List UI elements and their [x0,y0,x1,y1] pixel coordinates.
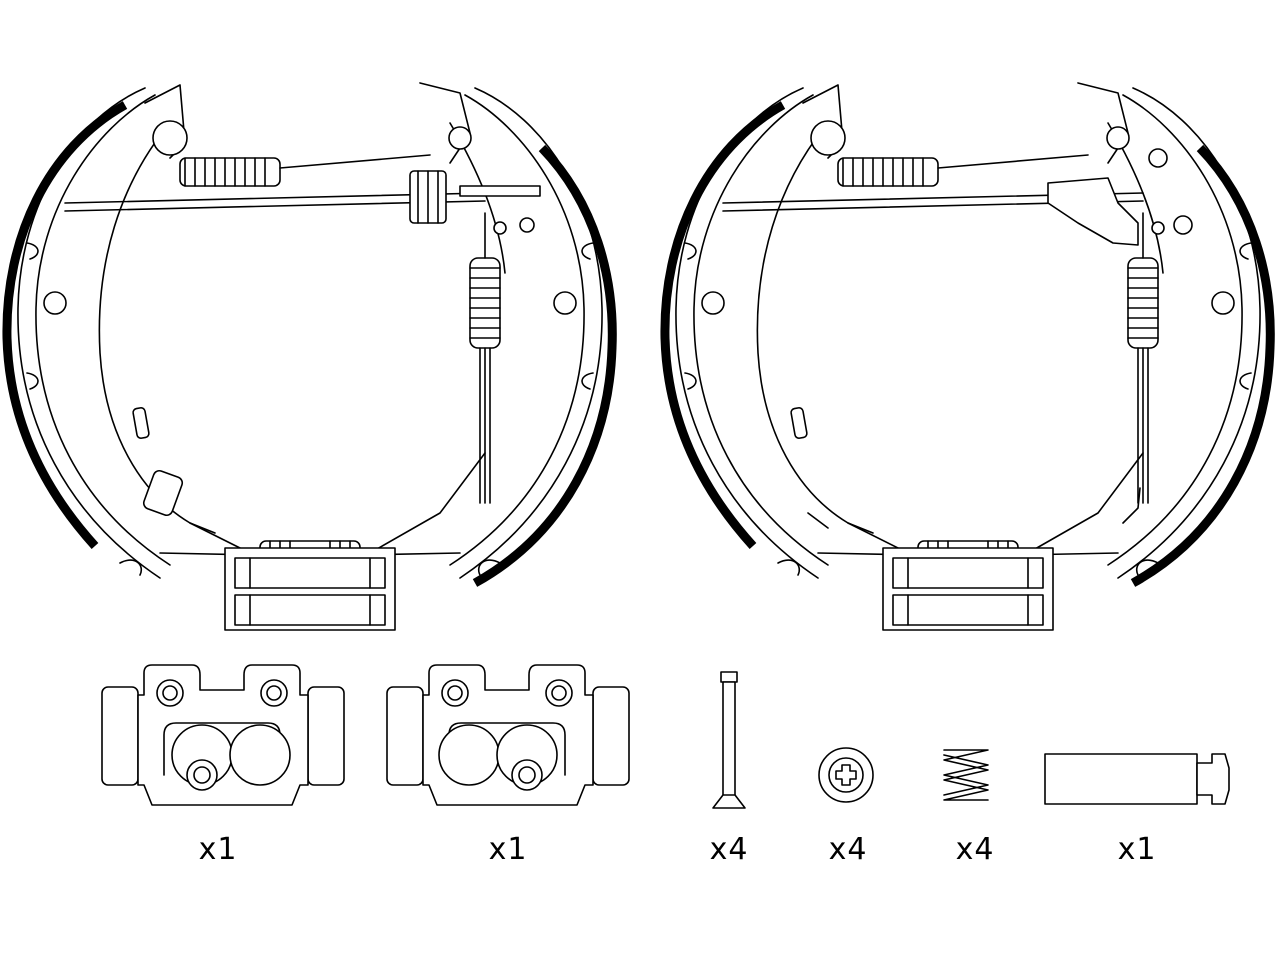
brake-assembly-right [660,82,1275,631]
hold-down-spring-quantity: x4 [955,832,995,867]
adjuster-sleeve-quantity: x1 [1117,832,1157,867]
hold-down-spring [943,749,989,801]
adjuster-sleeve [1044,753,1230,805]
wheel-cylinder-b-quantity: x1 [488,832,528,867]
wheel-cylinder-a [101,664,345,806]
hold-down-pin-quantity: x4 [709,832,749,867]
retaining-cup-quantity: x4 [828,832,868,867]
retaining-cup [818,747,874,803]
wheel-cylinder-b [386,664,630,806]
wheel-cylinder-a-quantity: x1 [198,832,238,867]
hold-down-pin [712,671,746,809]
brake-assembly-left [2,82,617,631]
